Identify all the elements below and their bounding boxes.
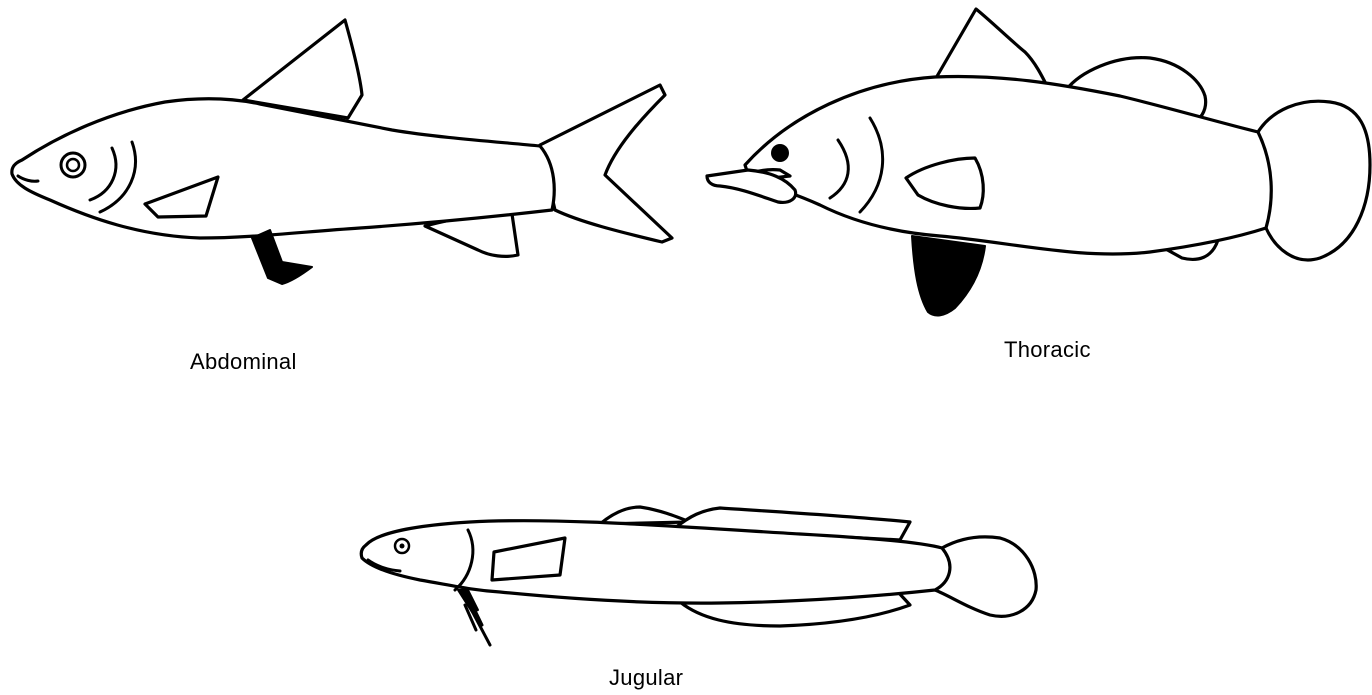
- jugular-caudal-fin: [935, 537, 1036, 616]
- jugular-pelvic-fin-ray-1: [462, 592, 490, 645]
- abdominal-label: Abdominal: [190, 349, 297, 375]
- jugular-eye-inner: [400, 544, 405, 549]
- thoracic-label: Thoracic: [1004, 337, 1091, 363]
- jugular-label: Jugular: [609, 665, 683, 691]
